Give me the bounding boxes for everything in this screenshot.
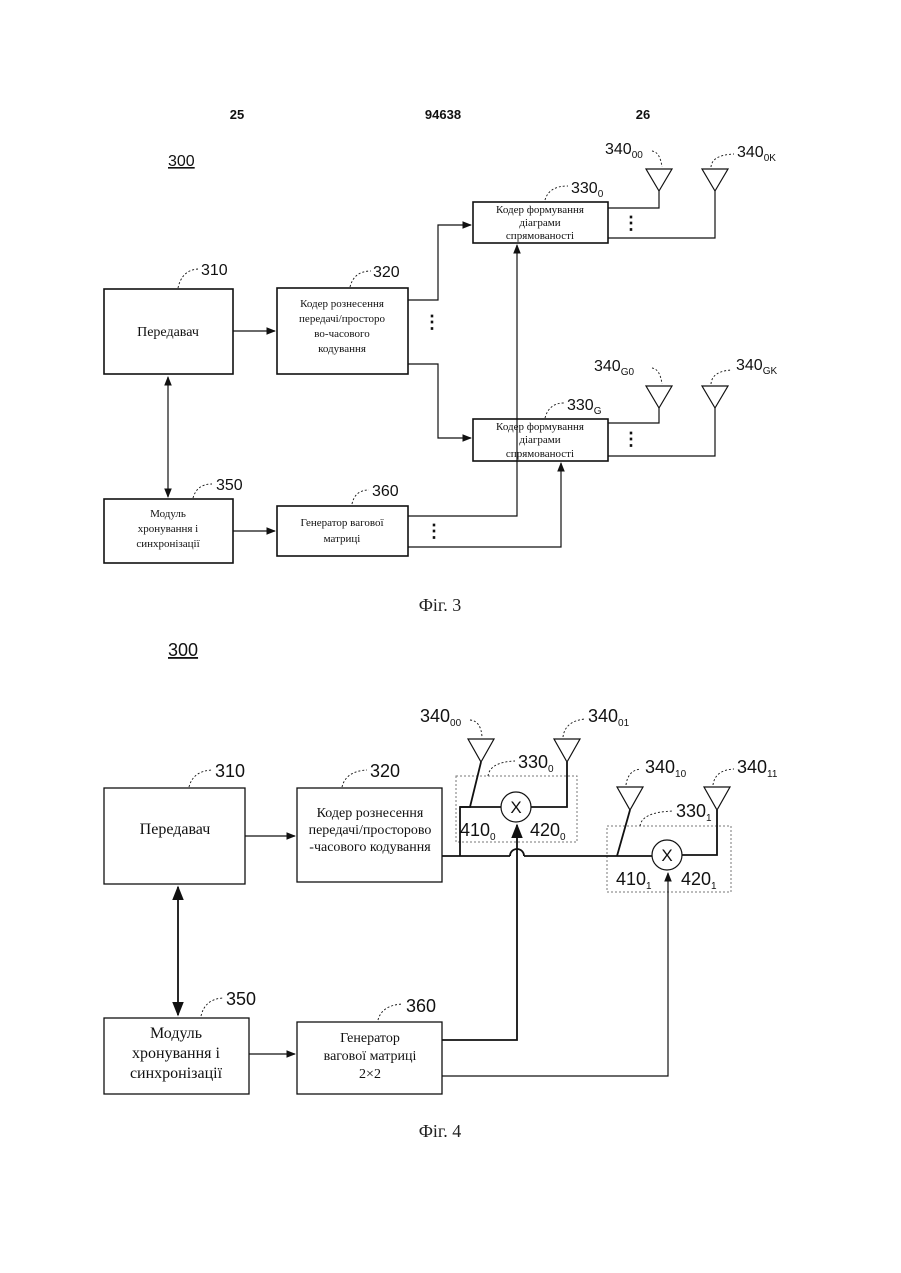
fig3-beam-coder-0-block: Кодер формування діаграми спрямованості … xyxy=(473,180,608,243)
fig3-wg-to-bc0-arrow xyxy=(408,245,517,516)
fig4-multiplier-0-symbol: X xyxy=(510,798,521,817)
fig4-antenna-01: 34001 xyxy=(554,706,630,762)
fig4-stc-line-1: Кодер рознесення xyxy=(317,806,424,821)
fig3-label: 300 xyxy=(168,153,195,170)
fig4-label: 300 xyxy=(168,640,198,660)
fig3-bc0-ellipsis: ⋮ xyxy=(622,213,640,233)
fig4-group-0-ref: 3300 xyxy=(518,752,554,775)
fig3-wg-line-2: матриці xyxy=(324,533,361,545)
fig3-wg-ref: 360 xyxy=(372,483,399,500)
fig4-timing-line-2: хронування і xyxy=(132,1045,220,1062)
fig3-antenna-gk-ref: 340GK xyxy=(736,357,777,377)
fig4-transmitter-block: Передавач 310 xyxy=(104,761,245,884)
fig3-bc0-line-3: спрямованості xyxy=(506,230,574,242)
fig4-timing-block: Модуль хронування і синхронізації 350 xyxy=(104,989,256,1094)
fig3-bc0-line-1: Кодер формування xyxy=(496,204,584,216)
fig4-wg-line-2: вагової матриці xyxy=(324,1049,417,1064)
fig4-stc-line-3: -часового кодування xyxy=(309,840,431,855)
fig4-timing-line-1: Модуль xyxy=(150,1025,202,1042)
fig3-beam-coder-g-block: Кодер формування діаграми спрямованості … xyxy=(473,397,608,461)
fig3-stc-line-3: во-часового xyxy=(314,328,370,340)
fig3-stc-to-bcg-arrow xyxy=(408,364,471,438)
fig4-antenna-00: 34000 xyxy=(420,706,494,762)
fig4-wg-to-mult-0-arrow xyxy=(442,825,517,1040)
fig3-bc0-ref: 3300 xyxy=(571,180,604,200)
fig4-wg-to-mult-1-arrow xyxy=(442,873,668,1076)
fig4-antenna-11: 34011 xyxy=(704,757,778,810)
fig4-antenna-11-ref: 34011 xyxy=(737,757,778,780)
fig3-bcg-ref: 330G xyxy=(567,397,602,417)
fig4-antenna-10-ref: 34010 xyxy=(645,757,687,780)
fig4-stc-line-2: передачі/просторово xyxy=(309,823,432,838)
fig3-stc-line-4: кодування xyxy=(318,343,366,355)
fig3-antenna-0k-ref: 3400K xyxy=(737,144,776,164)
fig3-bcg-line-3: спрямованості xyxy=(506,448,574,460)
fig3-transmitter-block: Передавач 310 xyxy=(104,262,233,374)
fig4-transmitter-ref: 310 xyxy=(215,761,245,781)
fig3-timing-block: Модуль хронування і синхронізації 350 xyxy=(104,477,243,563)
figure-4: 300 Передавач 310 Кодер рознесення перед… xyxy=(104,640,778,1141)
fig4-timing-ref: 350 xyxy=(226,989,256,1009)
fig3-antenna-00-ref: 34000 xyxy=(605,141,643,161)
right-page-number: 26 xyxy=(636,107,650,122)
fig3-stc-line-1: Кодер рознесення xyxy=(300,298,384,310)
fig4-group-1-ref: 3301 xyxy=(676,801,712,824)
fig4-stc-coder-block: Кодер рознесення передачі/просторово -ча… xyxy=(297,761,442,882)
fig4-group-1: 3301 X 4101 4201 xyxy=(607,801,731,892)
fig4-weight-gen-block: Генератор вагової матриці 2×2 360 xyxy=(297,996,442,1094)
fig3-stc-ellipsis: ⋮ xyxy=(423,312,441,332)
fig3-bcg-line-1: Кодер формування xyxy=(496,421,584,433)
fig4-split-0-to-antenna-00 xyxy=(460,762,481,807)
fig4-wg-line-3: 2×2 xyxy=(359,1067,381,1082)
fig3-wg-line-1: Генератор вагової xyxy=(300,517,384,529)
fig4-antenna-01-ref: 34001 xyxy=(588,706,630,729)
fig4-mult-0-ref: 4200 xyxy=(530,820,566,843)
fig4-split-1-to-antenna-10 xyxy=(617,810,630,856)
fig3-transmitter-text: Передавач xyxy=(137,325,199,340)
fig3-stc-to-bc0-arrow xyxy=(408,225,471,300)
fig4-multiplier-1-symbol: X xyxy=(661,846,672,865)
patent-number: 94638 xyxy=(425,107,461,122)
fig4-caption: Фіг. 4 xyxy=(419,1121,462,1141)
fig3-timing-ref: 350 xyxy=(216,477,243,494)
fig4-wg-ref: 360 xyxy=(406,996,436,1016)
fig3-timing-line-3: синхронізації xyxy=(136,538,200,550)
fig3-weight-gen-block: Генератор вагової матриці 360 xyxy=(277,483,408,556)
fig3-antenna-g0: 340G0 xyxy=(594,358,672,423)
fig3-timing-line-1: Модуль xyxy=(150,508,186,520)
fig4-timing-line-3: синхронізації xyxy=(130,1065,223,1082)
figure-3: 300 Передавач 310 Кодер рознесення перед… xyxy=(104,141,777,615)
fig3-bcg-ellipsis: ⋮ xyxy=(622,429,640,449)
fig3-bcg-line-2: діаграми xyxy=(519,434,560,446)
fig4-wg-line-1: Генератор xyxy=(340,1031,400,1046)
fig4-mult-1-ref: 4201 xyxy=(681,869,717,892)
fig4-antenna-00-ref: 34000 xyxy=(420,706,462,729)
fig3-timing-line-2: хронування і xyxy=(138,523,198,535)
fig4-transmitter-text: Передавач xyxy=(140,821,211,838)
left-page-number: 25 xyxy=(230,107,244,122)
fig3-stc-ref: 320 xyxy=(373,264,400,281)
fig3-antenna-g0-ref: 340G0 xyxy=(594,358,634,378)
fig4-stc-ref: 320 xyxy=(370,761,400,781)
fig3-stc-line-2: передачі/просторо xyxy=(299,313,385,325)
fig3-wg-ellipsis: ⋮ xyxy=(425,521,443,541)
fig4-split-0-ref: 4100 xyxy=(460,820,496,843)
fig3-antenna-00: 34000 xyxy=(605,141,672,208)
fig3-stc-coder-block: Кодер рознесення передачі/просторо во-ча… xyxy=(277,264,408,374)
fig4-split-1-ref: 4101 xyxy=(616,869,652,892)
fig3-caption: Фіг. 3 xyxy=(419,595,462,615)
fig3-bc0-line-2: діаграми xyxy=(519,217,560,229)
fig3-transmitter-ref: 310 xyxy=(201,262,228,279)
